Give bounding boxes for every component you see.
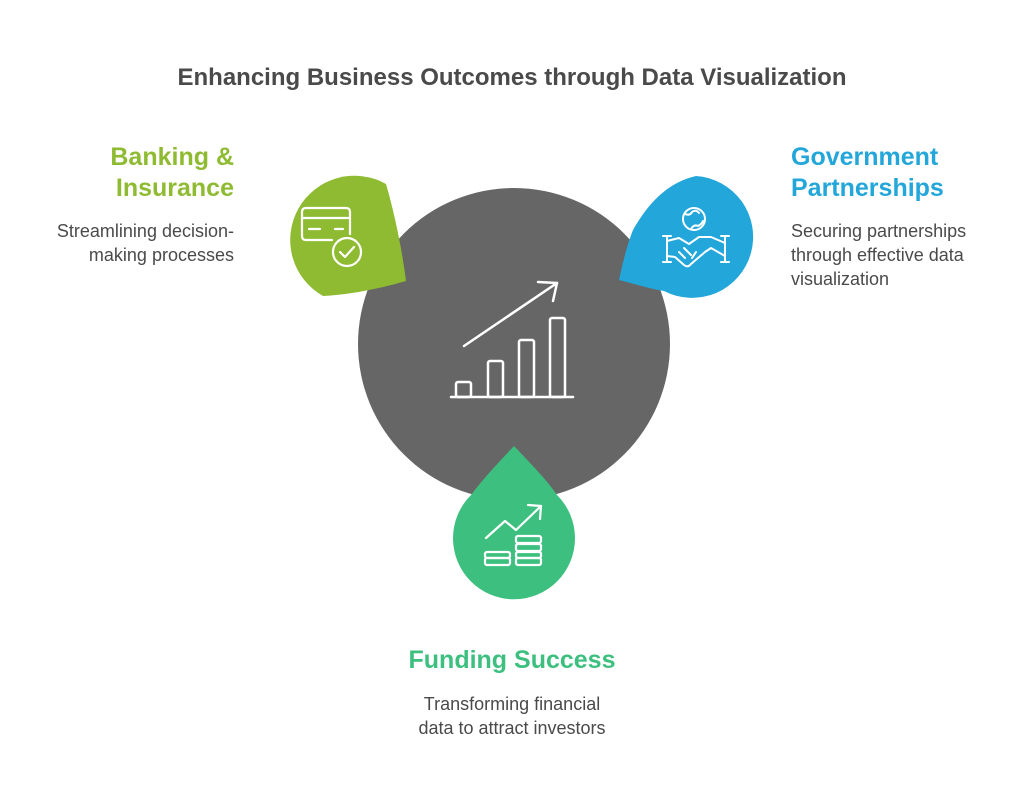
description-line: visualization bbox=[791, 269, 890, 289]
heading-line: Government bbox=[791, 143, 939, 171]
heading-line: Funding Success bbox=[408, 646, 616, 674]
funding-success-heading: Funding Success bbox=[312, 645, 712, 676]
description-line: through effective data bbox=[791, 245, 964, 265]
banking-insurance-block: Banking & Insurance Streamlining decisio… bbox=[20, 142, 234, 267]
funding-success-block: Funding Success Transforming financial d… bbox=[312, 645, 712, 740]
banking-insurance-description: Streamlining decision- making processes bbox=[20, 219, 234, 267]
handshake-globe-icon bbox=[662, 207, 730, 268]
heading-line: Banking & bbox=[110, 143, 234, 171]
government-partnerships-block: Government Partnerships Securing partner… bbox=[791, 142, 1011, 291]
credit-card-check-icon bbox=[300, 206, 363, 268]
growth-chart-icon bbox=[449, 280, 575, 399]
government-drop-shape bbox=[619, 176, 754, 298]
description-line: Streamlining decision- bbox=[56, 221, 234, 241]
banking-insurance-heading: Banking & Insurance bbox=[20, 142, 234, 204]
description-line: Transforming financial bbox=[423, 694, 601, 714]
banking-drop-shape bbox=[290, 175, 406, 296]
center-circle bbox=[358, 188, 670, 500]
money-growth-icon bbox=[483, 503, 543, 567]
description-line: Securing partnerships bbox=[791, 221, 967, 241]
government-partnerships-description: Securing partnerships through effective … bbox=[791, 219, 1011, 291]
heading-line: Partnerships bbox=[791, 174, 944, 202]
description-line: data to attract investors bbox=[418, 718, 606, 738]
heading-line: Insurance bbox=[115, 174, 234, 202]
page-title: Enhancing Business Outcomes through Data… bbox=[177, 64, 847, 91]
funding-drop-shape bbox=[453, 446, 575, 600]
funding-success-description: Transforming financial data to attract i… bbox=[312, 692, 712, 740]
government-partnerships-heading: Government Partnerships bbox=[791, 142, 1011, 204]
description-line: making processes bbox=[88, 245, 234, 265]
